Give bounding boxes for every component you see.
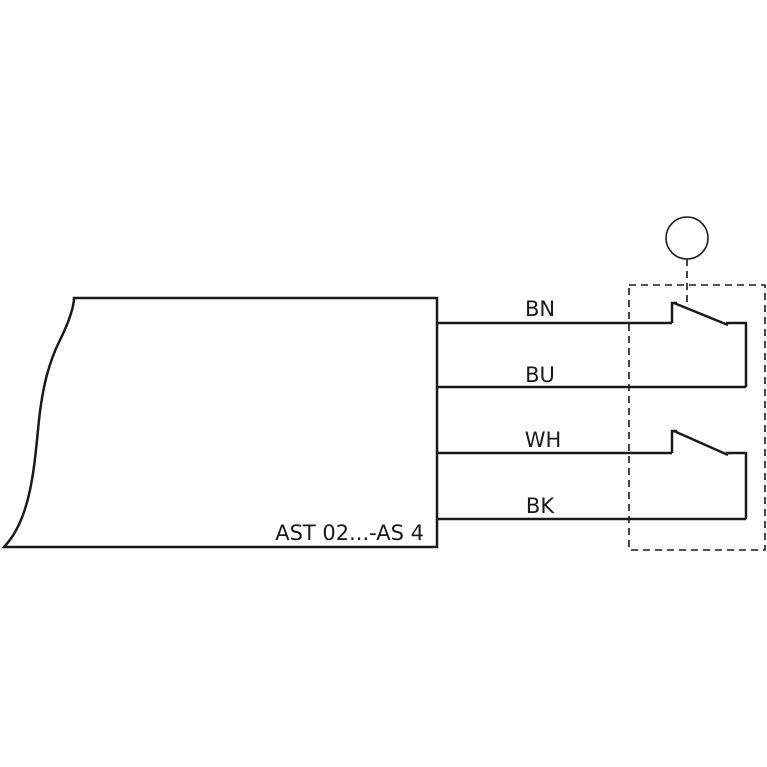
switch-enclosure <box>628 284 766 551</box>
wire-label-bu: BU <box>525 363 555 387</box>
device-body <box>1 296 439 549</box>
device-label: AST 02...-AS 4 <box>275 521 424 545</box>
switch-contact-upper <box>670 301 748 387</box>
switch-contact-lower <box>670 429 748 519</box>
wire-label-wh: WH <box>525 428 562 452</box>
actuator-circle-icon <box>665 216 709 260</box>
wire-label-bk: BK <box>526 494 555 518</box>
wire-label-bn: BN <box>525 297 555 321</box>
